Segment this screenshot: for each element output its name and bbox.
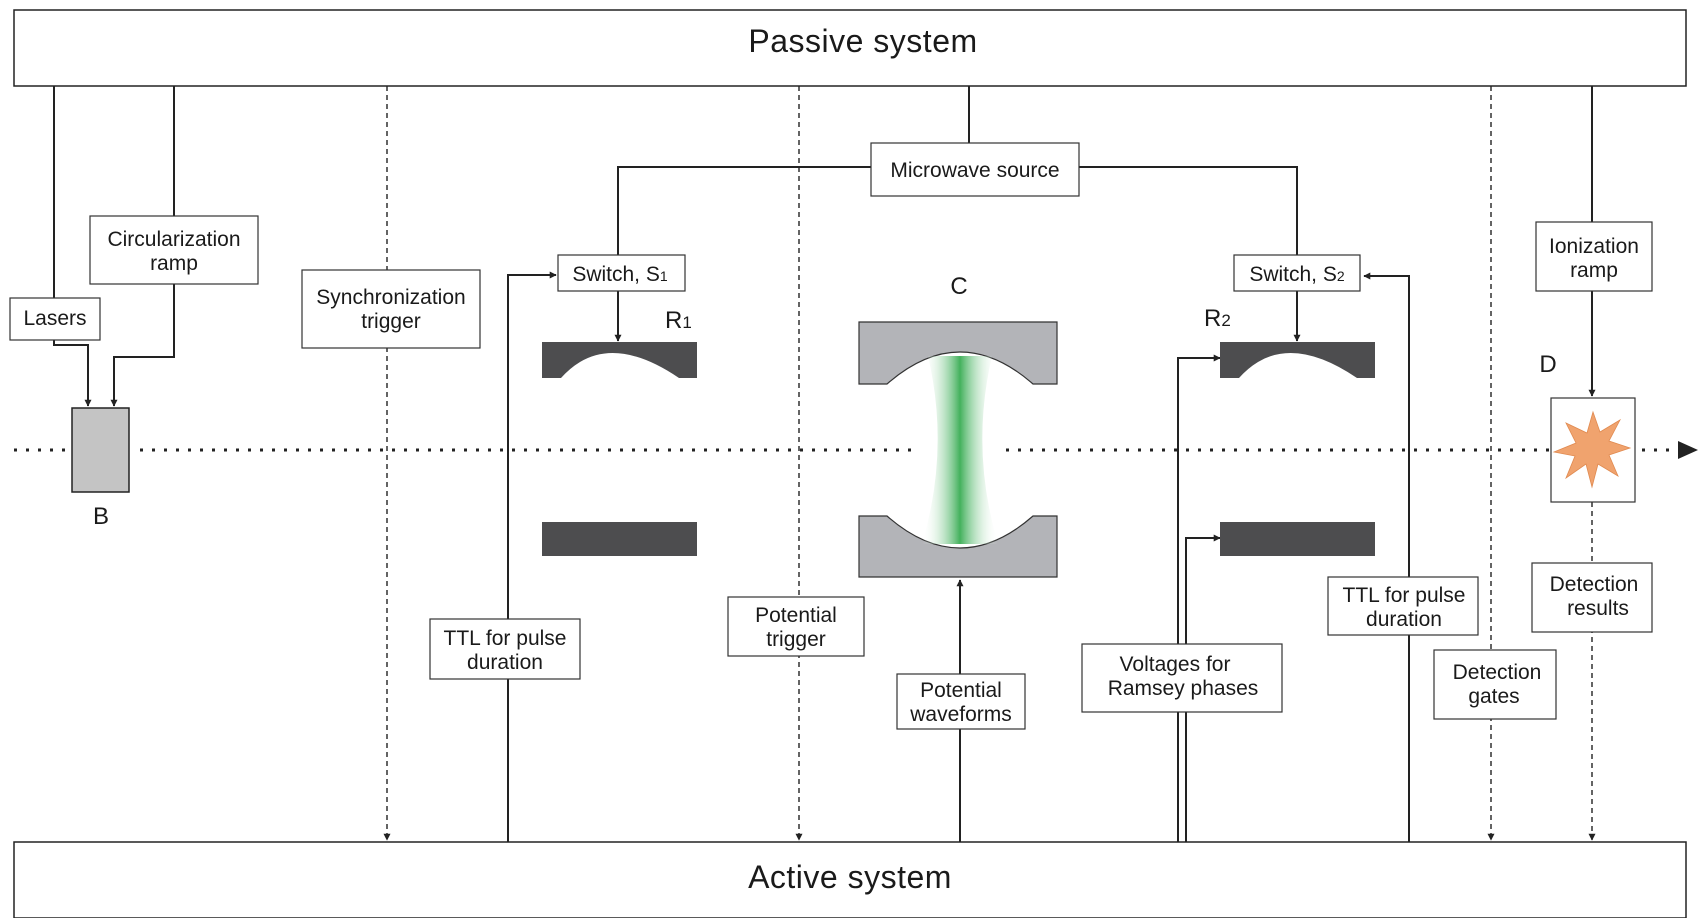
- active-system-block: Active system: [13, 841, 1687, 918]
- svg-text:trigger: trigger: [361, 310, 421, 333]
- label-r2: R2: [1204, 305, 1231, 332]
- svg-text:trigger: trigger: [766, 628, 826, 651]
- synchronization-trigger-box: Synchronization trigger: [301, 269, 481, 349]
- cavity-c: C: [858, 273, 1058, 578]
- potential-trigger-box: Potential trigger: [727, 596, 865, 657]
- connection-wires: [53, 86, 1596, 842]
- switch-s1-box: Switch, S1: [557, 254, 686, 292]
- microwave-source-box: Microwave source: [870, 142, 1080, 197]
- svg-text:Ramsey phases: Ramsey phases: [1108, 677, 1259, 700]
- detector-d: D: [1539, 351, 1636, 503]
- potential-waveforms-box: Potential waveforms: [896, 673, 1026, 730]
- ionization-ramp-box: Ionization ramp: [1535, 221, 1653, 292]
- circularization-ramp-box: Circularization ramp: [89, 215, 259, 285]
- beam-direction-arrow: [1678, 441, 1698, 459]
- ramsey-zone-r1: R1: [542, 307, 697, 556]
- svg-text:ramp: ramp: [150, 252, 198, 275]
- microwave-field-mode: [922, 356, 998, 544]
- detection-gates-box: Detection gates: [1433, 649, 1557, 720]
- svg-text:Ionization: Ionization: [1549, 235, 1639, 258]
- ionization-burst-icon: [1552, 410, 1632, 489]
- svg-text:ramp: ramp: [1570, 259, 1618, 282]
- passive-system-label: Passive system: [748, 23, 977, 59]
- ttl-pulse-duration-right-box: TTL for pulse duration: [1327, 576, 1479, 636]
- trigger-lines: [383, 86, 1596, 841]
- svg-text:Microwave source: Microwave source: [890, 159, 1059, 182]
- svg-text:Potential: Potential: [755, 604, 837, 627]
- svg-text:duration: duration: [1366, 608, 1442, 631]
- svg-text:Circularization: Circularization: [107, 228, 240, 251]
- svg-text:Voltages for: Voltages for: [1120, 653, 1231, 676]
- svg-text:Detection: Detection: [1550, 573, 1639, 596]
- label-r1: R1: [665, 307, 692, 334]
- svg-text:Detection: Detection: [1453, 661, 1542, 684]
- ramsey-zone-r2: R2: [1204, 305, 1375, 556]
- svg-text:TTL for pulse: TTL for pulse: [444, 627, 567, 650]
- svg-text:duration: duration: [467, 651, 543, 674]
- active-system-label: Active system: [748, 859, 952, 895]
- passive-system-block: Passive system: [13, 9, 1687, 87]
- ttl-pulse-duration-left-box: TTL for pulse duration: [429, 618, 581, 680]
- svg-text:gates: gates: [1468, 685, 1519, 708]
- voltages-ramsey-phases-box: Voltages for Ramsey phases: [1081, 643, 1283, 713]
- switch-s2-box: Switch, S2: [1233, 254, 1361, 292]
- detection-results-box: Detection results: [1531, 562, 1653, 633]
- svg-text:Switch, S2: Switch, S2: [1249, 263, 1345, 286]
- label-d: D: [1539, 351, 1556, 378]
- label-c: C: [950, 273, 967, 300]
- svg-text:waveforms: waveforms: [909, 703, 1012, 726]
- svg-text:Potential: Potential: [920, 679, 1002, 702]
- oven-b: B: [71, 407, 130, 530]
- svg-text:results: results: [1567, 597, 1629, 620]
- svg-text:TTL for pulse: TTL for pulse: [1343, 584, 1466, 607]
- atomic-beam-axis: [14, 441, 1698, 459]
- svg-text:Synchronization: Synchronization: [316, 286, 465, 309]
- label-b: B: [93, 503, 109, 530]
- lasers-box: Lasers: [9, 297, 101, 341]
- svg-text:Switch, S1: Switch, S1: [572, 263, 668, 286]
- svg-text:Lasers: Lasers: [23, 307, 86, 330]
